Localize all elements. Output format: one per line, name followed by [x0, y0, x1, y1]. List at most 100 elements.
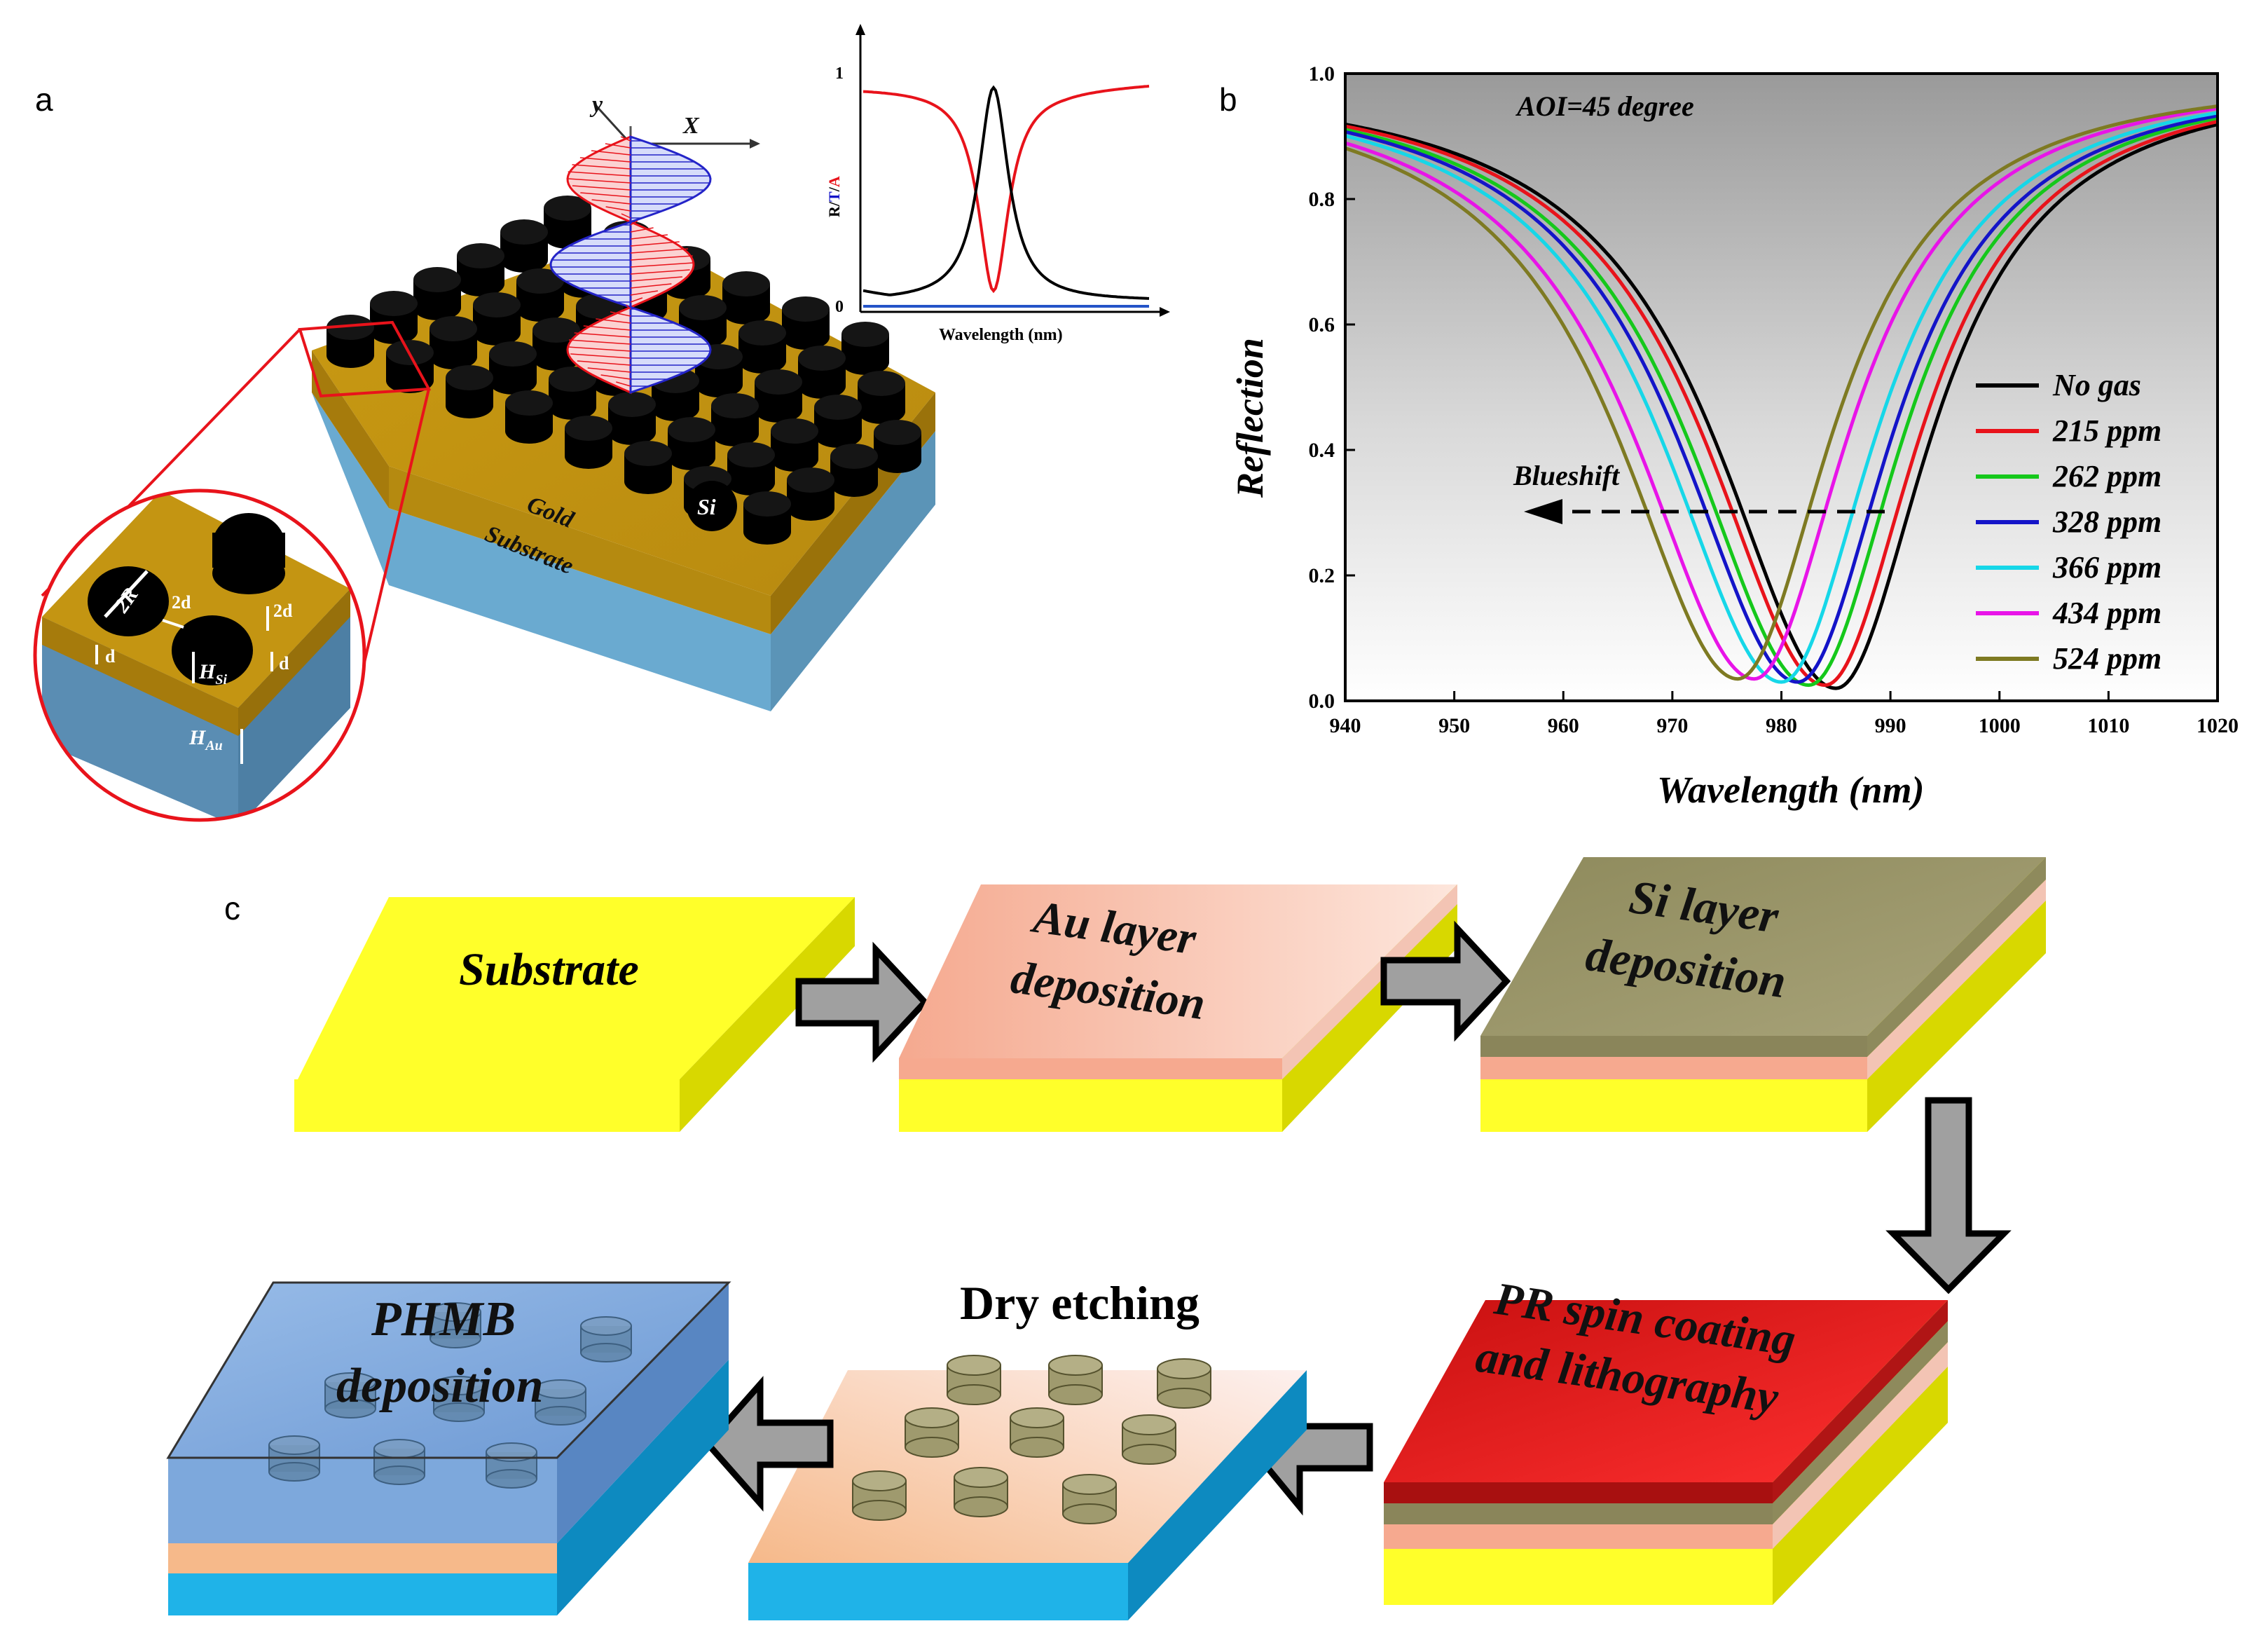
series-line — [1345, 107, 2218, 681]
legend-label: No gas — [2052, 368, 2141, 402]
inset-tick-0: 0 — [835, 298, 844, 316]
blueshift-label: Blueshift — [1513, 460, 1621, 491]
embedded-pillar — [324, 1372, 376, 1419]
label-d-right: d — [279, 653, 289, 674]
legend-label: 215 ppm — [2052, 414, 2162, 448]
legend-label: 328 ppm — [2052, 505, 2162, 539]
label-si: Si — [697, 494, 716, 519]
svg-text:R/T/A: R/T/A — [825, 176, 843, 217]
step6-label-line1: PHMB — [371, 1292, 516, 1346]
etched-pillar — [954, 1467, 1008, 1517]
embedded-pillars — [268, 1302, 632, 1489]
x-tick-label: 1010 — [2087, 714, 2129, 737]
step-dry-etching: Dry etching — [748, 1276, 1307, 1620]
step-au-deposition: Au layer deposition — [899, 884, 1457, 1132]
substrate-block — [312, 392, 771, 711]
x-tick-label: 990 — [1875, 714, 1906, 737]
x-tick-label: 950 — [1438, 714, 1470, 737]
x-tick-label: 940 — [1330, 714, 1361, 737]
flow-arrow-5 — [703, 1376, 834, 1512]
si-label-pillar — [687, 481, 737, 531]
series-line — [1345, 116, 2218, 688]
etched-pillar — [1122, 1414, 1176, 1465]
step-phmb-deposition: PHMB deposition — [166, 1281, 731, 1615]
embedded-pillar — [580, 1316, 632, 1362]
svg-text:HSi: HSi — [198, 660, 227, 688]
svg-text:HAu: HAu — [188, 726, 223, 753]
series-line — [1345, 119, 2218, 688]
inset-ylabel-T: T — [825, 191, 843, 202]
label-2d-right: 2d — [273, 601, 293, 621]
embedded-pillar — [486, 1442, 537, 1489]
inset-ylabel-sep1: / — [825, 201, 843, 207]
step6-label-line2: deposition — [336, 1359, 544, 1413]
y-axis-label: Reflection — [1229, 338, 1271, 498]
label-HSi: H — [198, 660, 217, 683]
legend: No gas 215 ppm 262 ppm 328 ppm 366 ppm 434 pp… — [1976, 368, 2162, 676]
embedded-pillar — [433, 1376, 485, 1422]
label-2d-left: 2d — [172, 592, 191, 613]
label-HAu-sub: Au — [204, 738, 222, 753]
inset-absorption-curve — [862, 85, 1150, 300]
series-line — [1345, 104, 2218, 681]
inset-xlabel: Wavelength (nm) — [939, 326, 1063, 344]
rta-inset-plot: 1 0 R/T/A Wavelength (nm) — [825, 24, 1170, 344]
legend-label: 434 ppm — [2052, 596, 2162, 630]
etched-pillars — [852, 1355, 1211, 1524]
label-HSi-sub: Si — [215, 672, 227, 688]
step-substrate: Substrate — [294, 897, 855, 1132]
axis-label-x: X — [682, 113, 700, 139]
step-si-deposition: Si layer deposition — [1480, 857, 2046, 1132]
inset-reflection-curve — [862, 84, 1150, 294]
series-line — [1345, 111, 2218, 684]
y-tick-label: 0.2 — [1309, 564, 1335, 587]
axis-label-y: y — [589, 92, 603, 118]
flow-arrow-1 — [795, 941, 930, 1063]
inset-ylabel-sep2: / — [825, 186, 843, 192]
panel-a-structure: Gold Substrate Si 2R — [33, 24, 1170, 822]
y-tick-label: 0.8 — [1309, 188, 1335, 211]
panel-label-c: c — [224, 890, 240, 927]
y-tick-label: 1.0 — [1309, 62, 1335, 86]
y-tick-label: 0.0 — [1309, 690, 1335, 713]
etched-pillar — [1048, 1355, 1103, 1405]
y-tick-label: 0.4 — [1309, 439, 1335, 462]
zoom-circle: 2R 2d 2d d d HSi HAu — [33, 488, 366, 822]
plot-area — [1345, 74, 2218, 701]
legend-label: 524 ppm — [2053, 641, 2162, 676]
etched-pillar — [1157, 1358, 1211, 1409]
inset-ylabel-A: A — [825, 176, 843, 187]
etched-pillar — [947, 1355, 1001, 1405]
series-line — [1345, 122, 2218, 690]
x-tick-label: 980 — [1766, 714, 1797, 737]
series-lines — [1345, 104, 2218, 690]
embedded-pillar — [535, 1379, 586, 1426]
label-HAu: H — [188, 726, 207, 749]
embedded-pillar — [429, 1302, 481, 1348]
step1-label: Substrate — [459, 944, 639, 995]
incident-wave: y X — [549, 92, 760, 395]
svg-text:PHMB deposition: PHMB deposition — [336, 1292, 544, 1413]
aoi-annotation: AOI=45 degree — [1515, 90, 1694, 122]
inset-tick-1: 1 — [835, 64, 844, 83]
flow-arrow-2 — [1380, 920, 1511, 1042]
series-line — [1345, 114, 2218, 684]
legend-label: 366 ppm — [2052, 550, 2162, 585]
x-tick-label: 1000 — [1979, 714, 2021, 737]
flow-arrow-3 — [1885, 1097, 2012, 1294]
process-flow: Substrate Au layer deposition — [166, 857, 2046, 1620]
step-pr-lithography: PR spin coating and lithography — [1384, 1273, 1948, 1605]
x-tick-label: 960 — [1548, 714, 1579, 737]
inset-ylabel-R: R — [825, 205, 843, 217]
y-axis: 0.0 0.2 0.4 0.6 0.8 1.0 — [1309, 62, 1355, 713]
etched-pillar — [1062, 1474, 1117, 1524]
x-tick-label: 970 — [1656, 714, 1688, 737]
etched-pillar — [1010, 1407, 1064, 1458]
legend-label: 262 ppm — [2052, 459, 2162, 493]
y-tick-label: 0.6 — [1309, 313, 1335, 336]
panel-label-a: a — [35, 81, 53, 118]
label-d-left: d — [105, 646, 116, 667]
